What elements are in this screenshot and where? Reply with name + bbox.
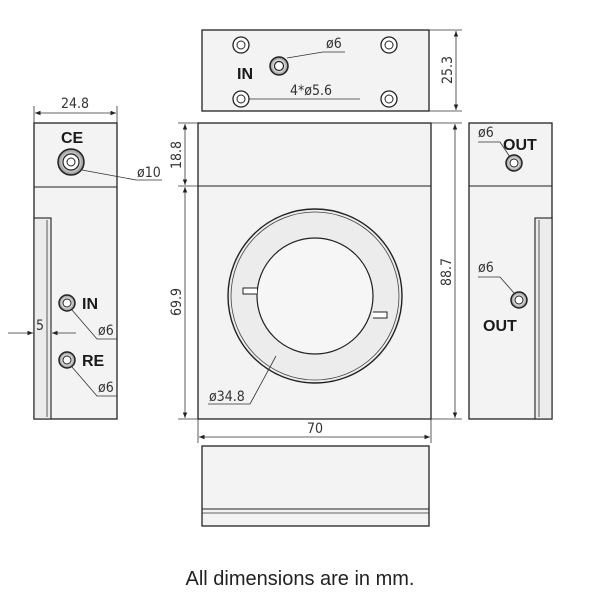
bottom-view <box>201 445 430 527</box>
right-view: ø6 OUT ø6 OUT <box>468 122 553 420</box>
ce-label: CE <box>61 130 84 147</box>
left-in-dia: ø6 <box>98 323 114 339</box>
re-label: RE <box>82 353 105 370</box>
in-port-icon <box>269 56 289 76</box>
top-port-dia: ø6 <box>326 36 342 52</box>
right-view-flange <box>534 217 553 420</box>
mounting-hole-icon <box>232 90 250 108</box>
mounting-hole-icon <box>380 36 398 54</box>
re-dia: ø6 <box>98 380 114 396</box>
top-in-label: IN <box>237 66 253 83</box>
ce-dia: ø10 <box>137 165 161 181</box>
front-width-dim: 70 <box>307 421 323 437</box>
left-view: 24.8 CE ø10 IN ø6 5 RE ø6 <box>8 96 162 420</box>
out-bottom-port-icon <box>510 291 528 309</box>
offset-dim: 5 <box>36 318 44 334</box>
out-bottom-label: OUT <box>483 318 517 335</box>
technical-drawing: IN ø6 4*ø5.6 25.3 24.8 CE ø10 <box>8 29 553 527</box>
left-width-dim: 24.8 <box>61 96 89 112</box>
upper-height-dim: 18.8 <box>169 141 185 169</box>
left-in-port-icon <box>58 294 76 312</box>
top-holes-note: 4*ø5.6 <box>290 83 332 99</box>
out-top-port-icon <box>505 154 523 172</box>
window-dia: ø34.8 <box>209 389 245 405</box>
total-height-dim: 88.7 <box>439 258 455 286</box>
ce-port-icon <box>57 148 85 176</box>
out-bottom-dia: ø6 <box>478 260 494 276</box>
front-view: ø34.8 18.8 69.9 88.7 70 <box>169 122 462 443</box>
mounting-hole-icon <box>380 90 398 108</box>
out-top-label: OUT <box>503 137 537 154</box>
bottom-view-body <box>201 445 430 527</box>
mounting-hole-icon <box>232 36 250 54</box>
left-in-label: IN <box>82 296 98 313</box>
units-note: All dimensions are in mm. <box>185 568 415 590</box>
re-port-icon <box>58 351 76 369</box>
window-icon <box>227 208 403 384</box>
out-top-dia: ø6 <box>478 125 494 141</box>
lower-height-dim: 69.9 <box>169 288 185 316</box>
top-view: IN ø6 4*ø5.6 25.3 <box>201 29 462 112</box>
top-height-dim: 25.3 <box>440 56 456 84</box>
